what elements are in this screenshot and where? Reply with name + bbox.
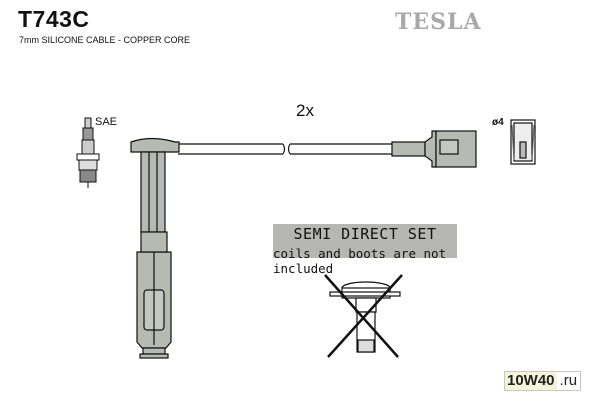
- note-title: SEMI DIRECT SET: [293, 225, 437, 243]
- coil-crossed-out-icon: [324, 274, 403, 358]
- watermark-logo: 10W40 .ru: [504, 371, 582, 391]
- watermark-tld: .ru: [556, 372, 581, 390]
- spark-plug-label: SAE: [95, 116, 118, 128]
- semi-direct-note-box: SEMI DIRECT SET: [273, 224, 457, 258]
- part-number: T743C: [18, 6, 90, 32]
- note-text-line-1: coils and boots are not: [273, 246, 447, 261]
- spark-plug-icon: [76, 117, 100, 188]
- ignition-cable: [178, 143, 392, 155]
- terminal-diameter-label: ø4: [492, 117, 504, 128]
- note-text-line-2: included: [273, 261, 334, 276]
- quantity-label: 2x: [296, 101, 314, 120]
- watermark-main: 10W40: [505, 372, 557, 390]
- cable-spec: 7mm SILICONE CABLE - COPPER CORE: [19, 35, 191, 45]
- terminal-section-icon: [510, 119, 536, 165]
- coil-connector: [391, 130, 477, 168]
- spark-plug-boot: [130, 137, 180, 359]
- brand-logo: TESLA: [395, 9, 482, 35]
